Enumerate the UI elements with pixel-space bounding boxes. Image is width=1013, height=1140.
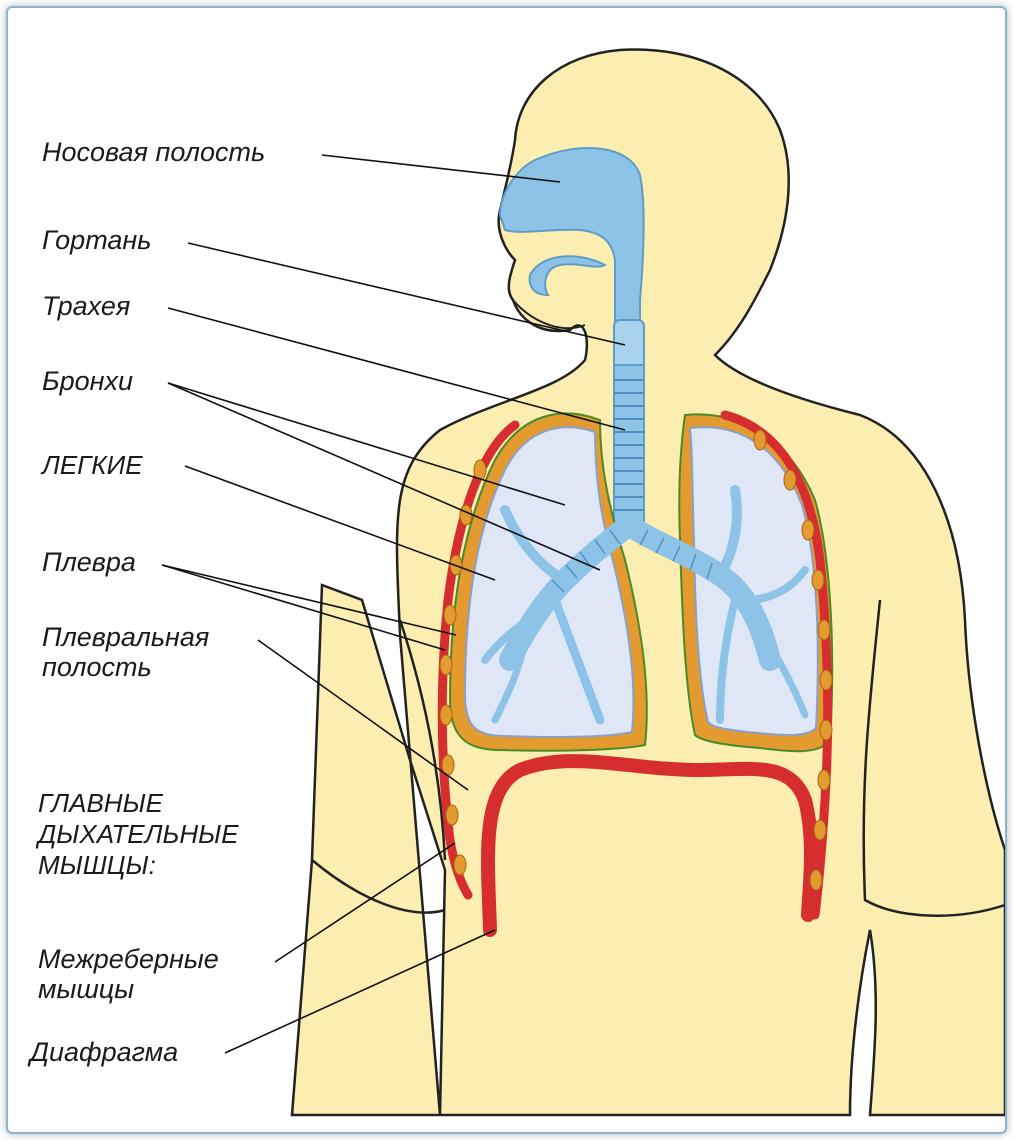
- label-pleural-cavity: Плевральная полость: [42, 622, 209, 682]
- label-trachea: Трахея: [42, 291, 130, 321]
- label-larynx: Гортань: [42, 225, 151, 255]
- label-main-muscles: ГЛАВНЫЕ ДЫХАТЕЛЬНЫЕ МЫШЦЫ:: [38, 788, 239, 881]
- label-nasal-cavity: Носовая полость: [42, 137, 265, 167]
- larynx-shape: [614, 320, 644, 370]
- body-silhouette: [292, 50, 1005, 1115]
- label-diaphragm: Диафрагма: [30, 1037, 178, 1067]
- label-intercostal-muscles: Межреберные мышцы: [38, 944, 219, 1004]
- label-lungs: ЛЕГКИЕ: [42, 450, 143, 481]
- label-bronchi: Бронхи: [42, 366, 133, 396]
- trachea-shape: [614, 365, 644, 525]
- label-pleura: Плевра: [42, 547, 136, 577]
